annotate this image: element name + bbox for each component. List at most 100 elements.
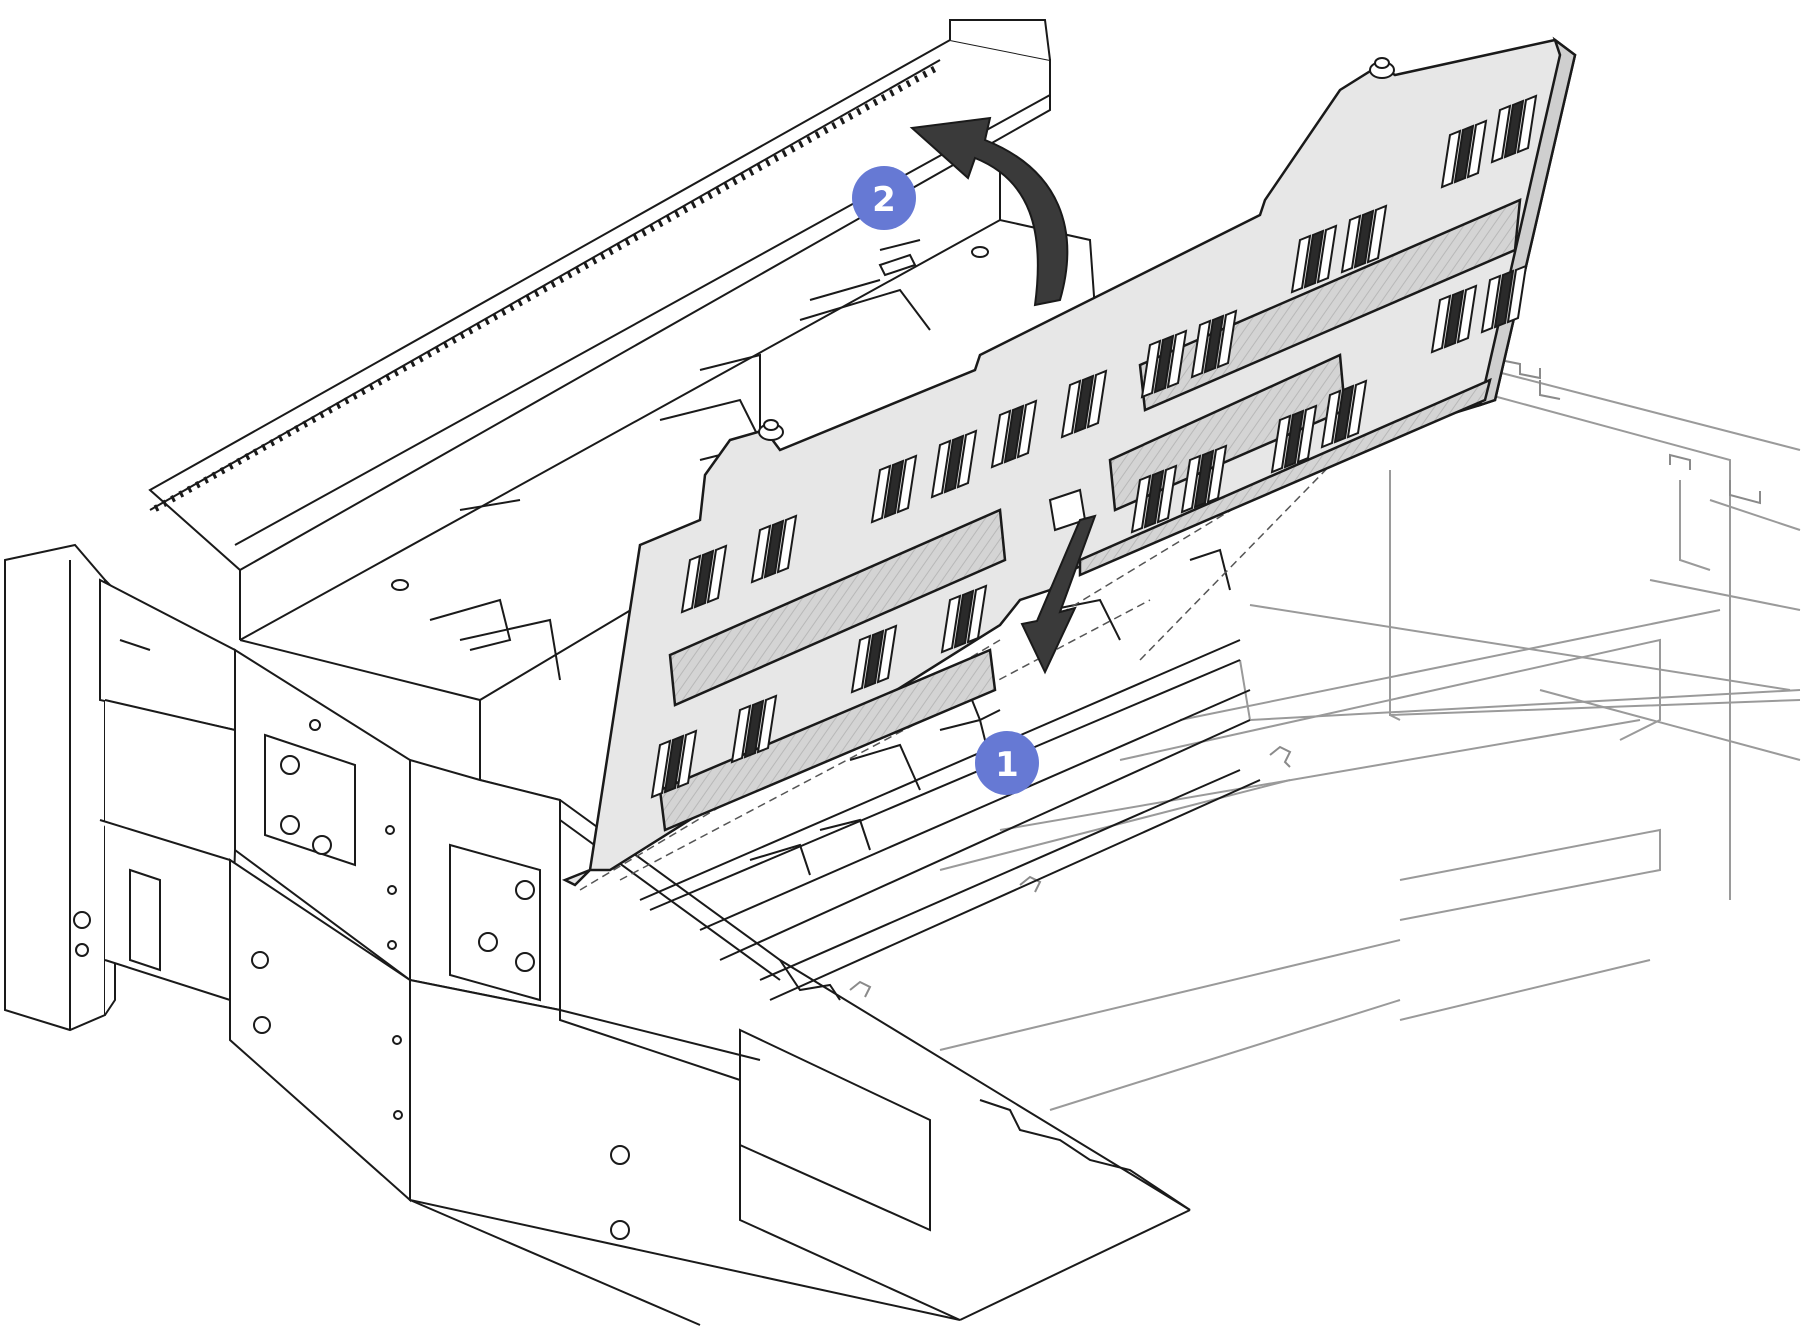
drive-connector bbox=[1180, 444, 1228, 514]
vent-slot bbox=[715, 187, 722, 195]
step-1-badge: 1 bbox=[975, 731, 1039, 795]
step-2-number: 2 bbox=[872, 180, 896, 220]
vent-slot bbox=[178, 490, 185, 498]
drive-backplane bbox=[561, 36, 1577, 887]
vent-slot bbox=[781, 149, 788, 158]
vent-slot bbox=[913, 75, 920, 83]
vent-slot bbox=[360, 387, 366, 396]
vent-slot bbox=[740, 173, 747, 181]
vent-slot bbox=[318, 411, 325, 419]
vent-slot bbox=[170, 495, 176, 503]
vent-slot bbox=[682, 205, 689, 214]
vent-slot bbox=[310, 415, 317, 424]
vent-slot bbox=[277, 434, 284, 442]
vent-slot bbox=[889, 89, 895, 97]
drive-connector bbox=[680, 544, 728, 614]
backplane-rails bbox=[639, 548, 1261, 1001]
drive-connector bbox=[940, 584, 988, 654]
vent-slot bbox=[376, 378, 383, 386]
vent-slot bbox=[542, 285, 548, 293]
vent-slot bbox=[228, 462, 234, 470]
vent-slot bbox=[219, 467, 226, 475]
drive-connector bbox=[1480, 264, 1528, 334]
vent-slot bbox=[765, 159, 771, 167]
vent-slot bbox=[558, 275, 565, 284]
chassis-vent-slots bbox=[153, 65, 937, 512]
drive-connector bbox=[1130, 464, 1178, 534]
vent-slot bbox=[583, 261, 590, 270]
vent-slot bbox=[839, 117, 846, 125]
vent-slot bbox=[822, 126, 829, 134]
vent-slot bbox=[756, 163, 763, 172]
vent-slot bbox=[393, 369, 399, 377]
vent-slot bbox=[831, 121, 837, 130]
chassis-rear-outline bbox=[939, 369, 1801, 1111]
vent-slot bbox=[616, 243, 623, 251]
vent-slot bbox=[599, 252, 606, 260]
front-left-plate bbox=[73, 578, 236, 1002]
vent-slot bbox=[418, 355, 424, 363]
vent-slot bbox=[699, 196, 705, 204]
vent-slot bbox=[641, 229, 647, 237]
drive-connector bbox=[1340, 204, 1388, 274]
drive-connector bbox=[990, 399, 1038, 469]
backplane-connectors bbox=[650, 94, 1538, 799]
front-bezel bbox=[4, 543, 116, 1032]
vent-slot bbox=[351, 392, 358, 400]
vent-slot bbox=[897, 84, 904, 92]
drive-connector bbox=[1290, 224, 1338, 294]
drive-connector bbox=[730, 694, 778, 764]
vent-slot bbox=[773, 154, 780, 162]
vent-slot bbox=[856, 107, 862, 116]
vent-slot bbox=[847, 112, 854, 120]
vent-slot bbox=[814, 131, 821, 139]
vent-slot bbox=[525, 294, 532, 302]
down-arrow-icon bbox=[1020, 514, 1097, 675]
chassis-top-cage bbox=[148, 19, 1051, 640]
drive-connector bbox=[650, 729, 698, 799]
vent-slot bbox=[475, 322, 482, 330]
vent-slot bbox=[533, 289, 540, 298]
vent-slot bbox=[385, 373, 391, 382]
vent-slot bbox=[707, 191, 713, 200]
vent-slot bbox=[566, 271, 573, 279]
chassis-clips bbox=[849, 358, 1761, 998]
vent-slot bbox=[880, 93, 887, 102]
vent-slot bbox=[434, 345, 441, 354]
vent-slot bbox=[508, 303, 515, 312]
vent-slot bbox=[401, 364, 408, 372]
vent-slot bbox=[244, 453, 251, 461]
vent-slot bbox=[632, 233, 639, 242]
vent-slot bbox=[186, 485, 193, 494]
vent-slot bbox=[153, 504, 160, 512]
vent-slot bbox=[203, 476, 209, 484]
drive-connector bbox=[930, 429, 978, 499]
vent-slot bbox=[484, 317, 490, 326]
vent-slot bbox=[517, 299, 523, 307]
vent-slot bbox=[798, 140, 804, 148]
chassis-front-floor bbox=[409, 799, 1191, 1326]
vent-slot bbox=[500, 308, 507, 316]
curved-arrow-icon bbox=[909, 116, 1069, 307]
vent-slot bbox=[872, 98, 879, 106]
vent-slot bbox=[335, 401, 342, 410]
backplane-thumbscrews bbox=[758, 57, 1395, 441]
vent-slot bbox=[789, 145, 796, 153]
vent-slot bbox=[261, 443, 267, 452]
vent-slot bbox=[550, 280, 556, 288]
vent-slot bbox=[194, 481, 201, 489]
step-badge-icon bbox=[975, 731, 1039, 795]
drive-connector bbox=[870, 454, 918, 524]
vent-slot bbox=[930, 65, 937, 74]
vent-slot bbox=[864, 103, 870, 111]
drive-connector bbox=[850, 624, 898, 694]
drive-connector bbox=[1270, 404, 1318, 474]
step-1-number: 1 bbox=[995, 745, 1019, 785]
step-badge-icon bbox=[852, 166, 916, 230]
vent-slot bbox=[327, 406, 333, 414]
front-middle-plate bbox=[229, 648, 411, 1203]
vent-slot bbox=[748, 168, 755, 176]
vent-slot bbox=[368, 383, 375, 391]
vent-slot bbox=[451, 336, 457, 344]
